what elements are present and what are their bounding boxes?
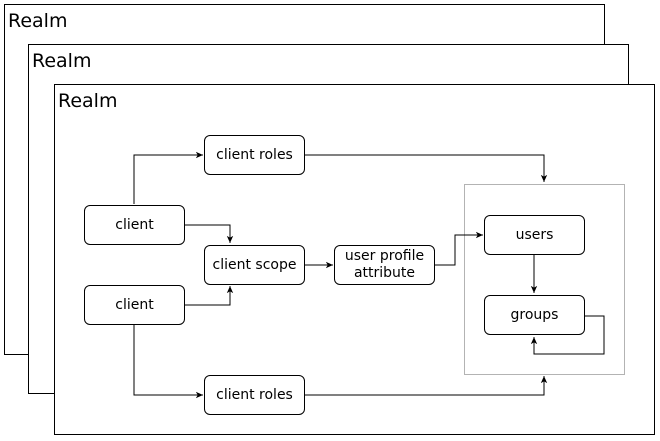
node-client-top: client — [84, 205, 185, 245]
node-groups: groups — [484, 295, 585, 335]
realm-label: Realm — [32, 50, 92, 72]
node-client-roles-bottom: client roles — [204, 375, 305, 415]
realm-label: Realm — [8, 10, 68, 32]
users-groups-container — [464, 184, 625, 375]
node-client-roles-top: client roles — [204, 135, 305, 175]
node-user-profile-attribute: user profile attribute — [334, 245, 435, 285]
node-client-scope: client scope — [204, 245, 305, 285]
node-client-bottom: client — [84, 285, 185, 325]
realm-label: Realm — [58, 90, 118, 112]
node-users: users — [484, 215, 585, 255]
